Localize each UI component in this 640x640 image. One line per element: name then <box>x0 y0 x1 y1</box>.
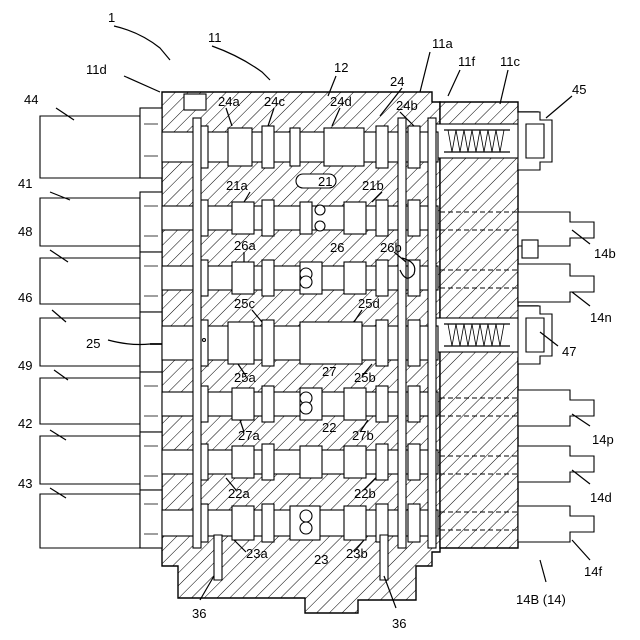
label-22: 22 <box>322 420 336 435</box>
label-22b: 22b <box>354 486 376 501</box>
label-44: 44 <box>24 92 38 107</box>
label-11f: 11f <box>458 54 475 69</box>
label-14d: 14d <box>590 490 612 505</box>
label-22a: 22a <box>228 486 250 501</box>
label-36-left: 36 <box>192 606 206 621</box>
label-48: 48 <box>18 224 32 239</box>
label-24d: 24d <box>330 94 352 109</box>
label-12: 12 <box>334 60 348 75</box>
right-connectors <box>518 212 594 542</box>
label-41: 41 <box>18 176 32 191</box>
label-24: 24 <box>390 74 404 89</box>
label-11a: 11a <box>432 36 453 51</box>
label-46: 46 <box>18 290 32 305</box>
label-1: 1 <box>108 10 115 25</box>
label-27: 27 <box>322 364 336 379</box>
label-27b: 27b <box>352 428 374 443</box>
label-21a: 21a <box>226 178 248 193</box>
label-25: 25 <box>86 336 100 351</box>
label-14f: 14f <box>584 564 602 579</box>
label-45: 45 <box>572 82 586 97</box>
label-47: 47 <box>562 344 576 359</box>
label-14b: 14b <box>594 246 616 261</box>
label-21: 21 <box>318 174 332 189</box>
label-24a: 24a <box>218 94 240 109</box>
label-49: 49 <box>18 358 32 373</box>
label-43: 43 <box>18 476 32 491</box>
label-27a: 27a <box>238 428 260 443</box>
label-23: 23 <box>314 552 328 567</box>
label-25b: 25b <box>354 370 376 385</box>
label-24b: 24b <box>396 98 418 113</box>
label-23a: 23a <box>246 546 268 561</box>
label-25d: 25d <box>358 296 380 311</box>
label-26a: 26a <box>234 238 256 253</box>
label-26b: 26b <box>380 240 402 255</box>
label-14p: 14p <box>592 432 614 447</box>
label-11c: 11c <box>500 54 520 69</box>
label-25a: 25a <box>234 370 256 385</box>
label-24c: 24c <box>264 94 285 109</box>
label-11d: 11d <box>86 62 107 77</box>
label-21b: 21b <box>362 178 384 193</box>
label-11: 11 <box>208 30 222 45</box>
label-26: 26 <box>330 240 344 255</box>
label-36-right: 36 <box>392 616 406 631</box>
label-25c: 25c <box>234 296 255 311</box>
label-23b: 23b <box>346 546 368 561</box>
left-actuators <box>40 108 182 548</box>
label-14B: 14B (14) <box>516 592 566 607</box>
label-14n: 14n <box>590 310 612 325</box>
label-42: 42 <box>18 416 32 431</box>
